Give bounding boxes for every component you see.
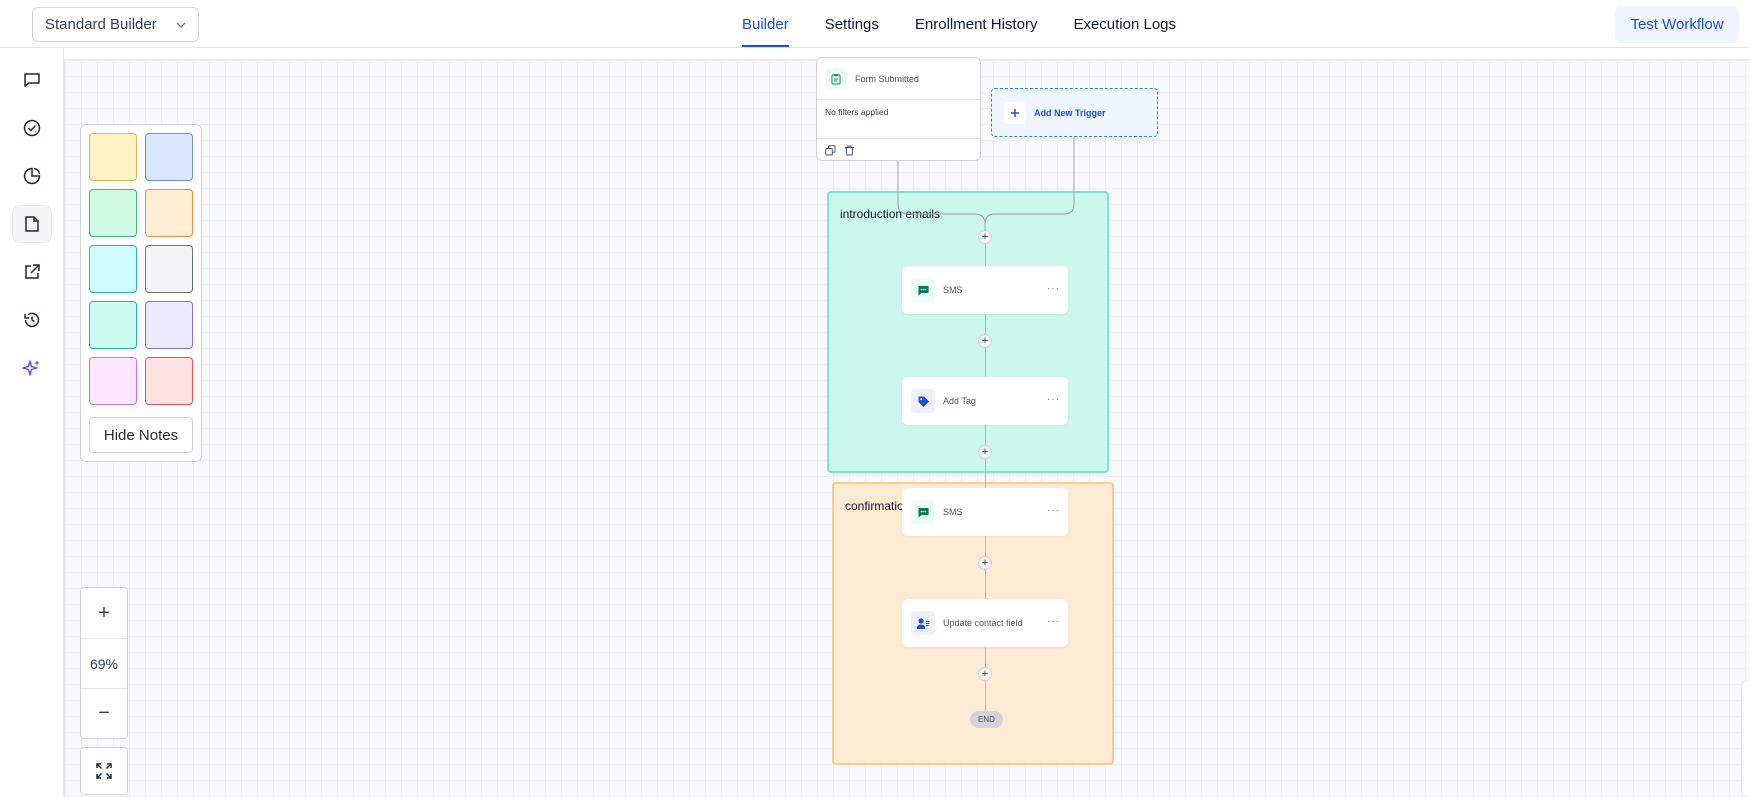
zoom-level: 69%: [81, 638, 127, 688]
group-introduction-emails[interactable]: introduction emails: [827, 191, 1109, 473]
more-options-icon[interactable]: ···: [1047, 283, 1060, 294]
tag-icon: [911, 389, 935, 413]
add-step-button[interactable]: +: [978, 556, 992, 570]
add-step-button[interactable]: +: [978, 445, 992, 459]
zoom-in-button[interactable]: +: [98, 601, 110, 624]
plus-icon: [1004, 101, 1026, 124]
group-label: introduction emails: [840, 207, 941, 221]
notes-palette: Hide Notes: [80, 124, 202, 462]
step-update-contact-field[interactable]: Update contact field ···: [902, 599, 1068, 647]
hide-notes-button[interactable]: Hide Notes: [89, 417, 193, 453]
sparkles-icon: [22, 360, 40, 376]
step-label: SMS: [943, 285, 963, 295]
trigger-footer: [817, 138, 980, 162]
step-label: Add Tag: [943, 396, 976, 406]
note-swatch-pink[interactable]: [89, 357, 137, 405]
trigger-filters: No filters applied: [825, 107, 889, 117]
trigger-title: Form Submitted: [855, 73, 920, 84]
trash-icon[interactable]: [844, 145, 855, 156]
pie-chart-icon: [23, 167, 41, 185]
group-label: confirmatio: [845, 499, 904, 513]
step-sms[interactable]: SMS ···: [902, 488, 1068, 536]
step-label: SMS: [943, 507, 963, 517]
trigger-card[interactable]: Form Submitted No filters applied: [816, 57, 981, 161]
clipboard-icon: [825, 67, 847, 90]
note-swatch-purple[interactable]: [145, 301, 193, 349]
note-swatch-green[interactable]: [89, 189, 137, 237]
step-sms[interactable]: SMS ···: [902, 266, 1068, 314]
stats-button[interactable]: [12, 157, 52, 195]
add-trigger-label: Add New Trigger: [1034, 107, 1106, 118]
more-options-icon[interactable]: ···: [1047, 616, 1060, 627]
chevron-down-icon: [176, 22, 186, 28]
left-rail: [0, 48, 64, 797]
expand-icon: [96, 763, 112, 779]
note-swatch-blue[interactable]: [145, 133, 193, 181]
tab-builder[interactable]: Builder: [742, 0, 789, 48]
chat-bubble-icon: [24, 73, 40, 87]
note-swatch-yellow[interactable]: [89, 133, 137, 181]
tab-enrollment-history[interactable]: Enrollment History: [914, 15, 1038, 33]
history-button[interactable]: [12, 301, 52, 339]
note-swatch-orange[interactable]: [145, 189, 193, 237]
add-step-button[interactable]: +: [978, 667, 992, 681]
zoom-controls: + 69% −: [80, 587, 128, 739]
zoom-out-button[interactable]: −: [81, 688, 127, 738]
builder-type-select[interactable]: Standard Builder: [32, 7, 199, 42]
sms-icon: [911, 278, 935, 302]
external-link-icon: [25, 264, 40, 279]
tasks-button[interactable]: [12, 109, 52, 147]
add-new-trigger-button[interactable]: Add New Trigger: [991, 88, 1158, 137]
add-step-button[interactable]: +: [978, 334, 992, 348]
trigger-header: Form Submitted: [817, 58, 980, 100]
test-workflow-button[interactable]: Test Workflow: [1615, 6, 1739, 43]
notes-button[interactable]: [12, 205, 52, 243]
step-add-tag[interactable]: Add Tag ···: [902, 377, 1068, 425]
builder-type-value: Standard Builder: [45, 16, 157, 33]
fit-to-screen-button[interactable]: [80, 747, 128, 795]
end-marker: END: [970, 711, 1003, 728]
share-button[interactable]: [12, 253, 52, 291]
comments-button[interactable]: [12, 61, 52, 99]
copy-icon[interactable]: [825, 145, 836, 156]
check-circle-icon: [23, 119, 41, 137]
top-bar: Standard Builder Builder Settings Enroll…: [0, 0, 1749, 48]
sms-icon: [911, 500, 935, 524]
more-options-icon[interactable]: ···: [1047, 505, 1060, 516]
tab-execution-logs[interactable]: Execution Logs: [1073, 15, 1177, 33]
side-panel-handle[interactable]: [1741, 680, 1749, 797]
note-swatch-gray[interactable]: [145, 245, 193, 293]
main-tabs: Builder Settings Enrollment History Exec…: [742, 0, 1176, 48]
connector-line: [985, 237, 986, 267]
add-step-button[interactable]: +: [978, 230, 992, 244]
step-label: Update contact field: [943, 618, 1023, 628]
history-icon: [24, 312, 40, 328]
note-swatch-cyan[interactable]: [89, 245, 137, 293]
tab-settings[interactable]: Settings: [824, 15, 879, 33]
contact-icon: [911, 611, 935, 635]
document-icon: [25, 216, 39, 232]
note-swatch-red[interactable]: [145, 357, 193, 405]
ai-assistant-button[interactable]: [12, 349, 52, 387]
more-options-icon[interactable]: ···: [1047, 394, 1060, 405]
note-swatch-teal[interactable]: [89, 301, 137, 349]
